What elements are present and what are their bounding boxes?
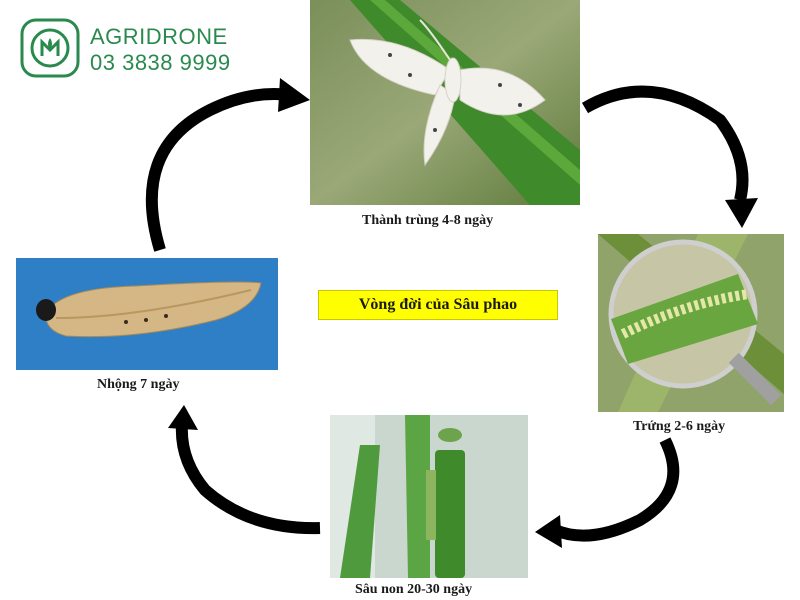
arrow-adult-to-egg — [581, 85, 749, 202]
agridrone-logo — [20, 18, 80, 78]
brand-phone: 03 3838 9999 — [90, 50, 231, 75]
arrowhead-egg-to-larva — [535, 515, 562, 548]
stage-label-adult: Thành trùng 4-8 ngày — [362, 213, 494, 228]
stage-label-pupa: Nhộng 7 ngày — [97, 377, 180, 392]
lifecycle-title: Vòng đời của Sâu phao — [318, 290, 558, 320]
stage-label-egg: Trứng 2-6 ngày — [633, 419, 726, 434]
pupa-photo — [16, 258, 278, 370]
arrow-pupa-to-adult — [145, 88, 291, 252]
stage-label-larva: Sâu non 20-30 ngày — [355, 582, 473, 597]
arrowhead-larva-to-pupa — [168, 405, 198, 430]
adult-moth-photo — [310, 0, 580, 205]
arrow-larva-to-pupa — [175, 424, 321, 535]
larva-photo — [330, 415, 528, 578]
arrowhead-adult-to-egg — [725, 198, 758, 228]
brand-name: AGRIDRONE — [90, 24, 228, 49]
arrowhead-pupa-to-adult — [278, 78, 310, 112]
egg-photo — [598, 234, 784, 412]
arrow-egg-to-larva — [552, 437, 680, 542]
